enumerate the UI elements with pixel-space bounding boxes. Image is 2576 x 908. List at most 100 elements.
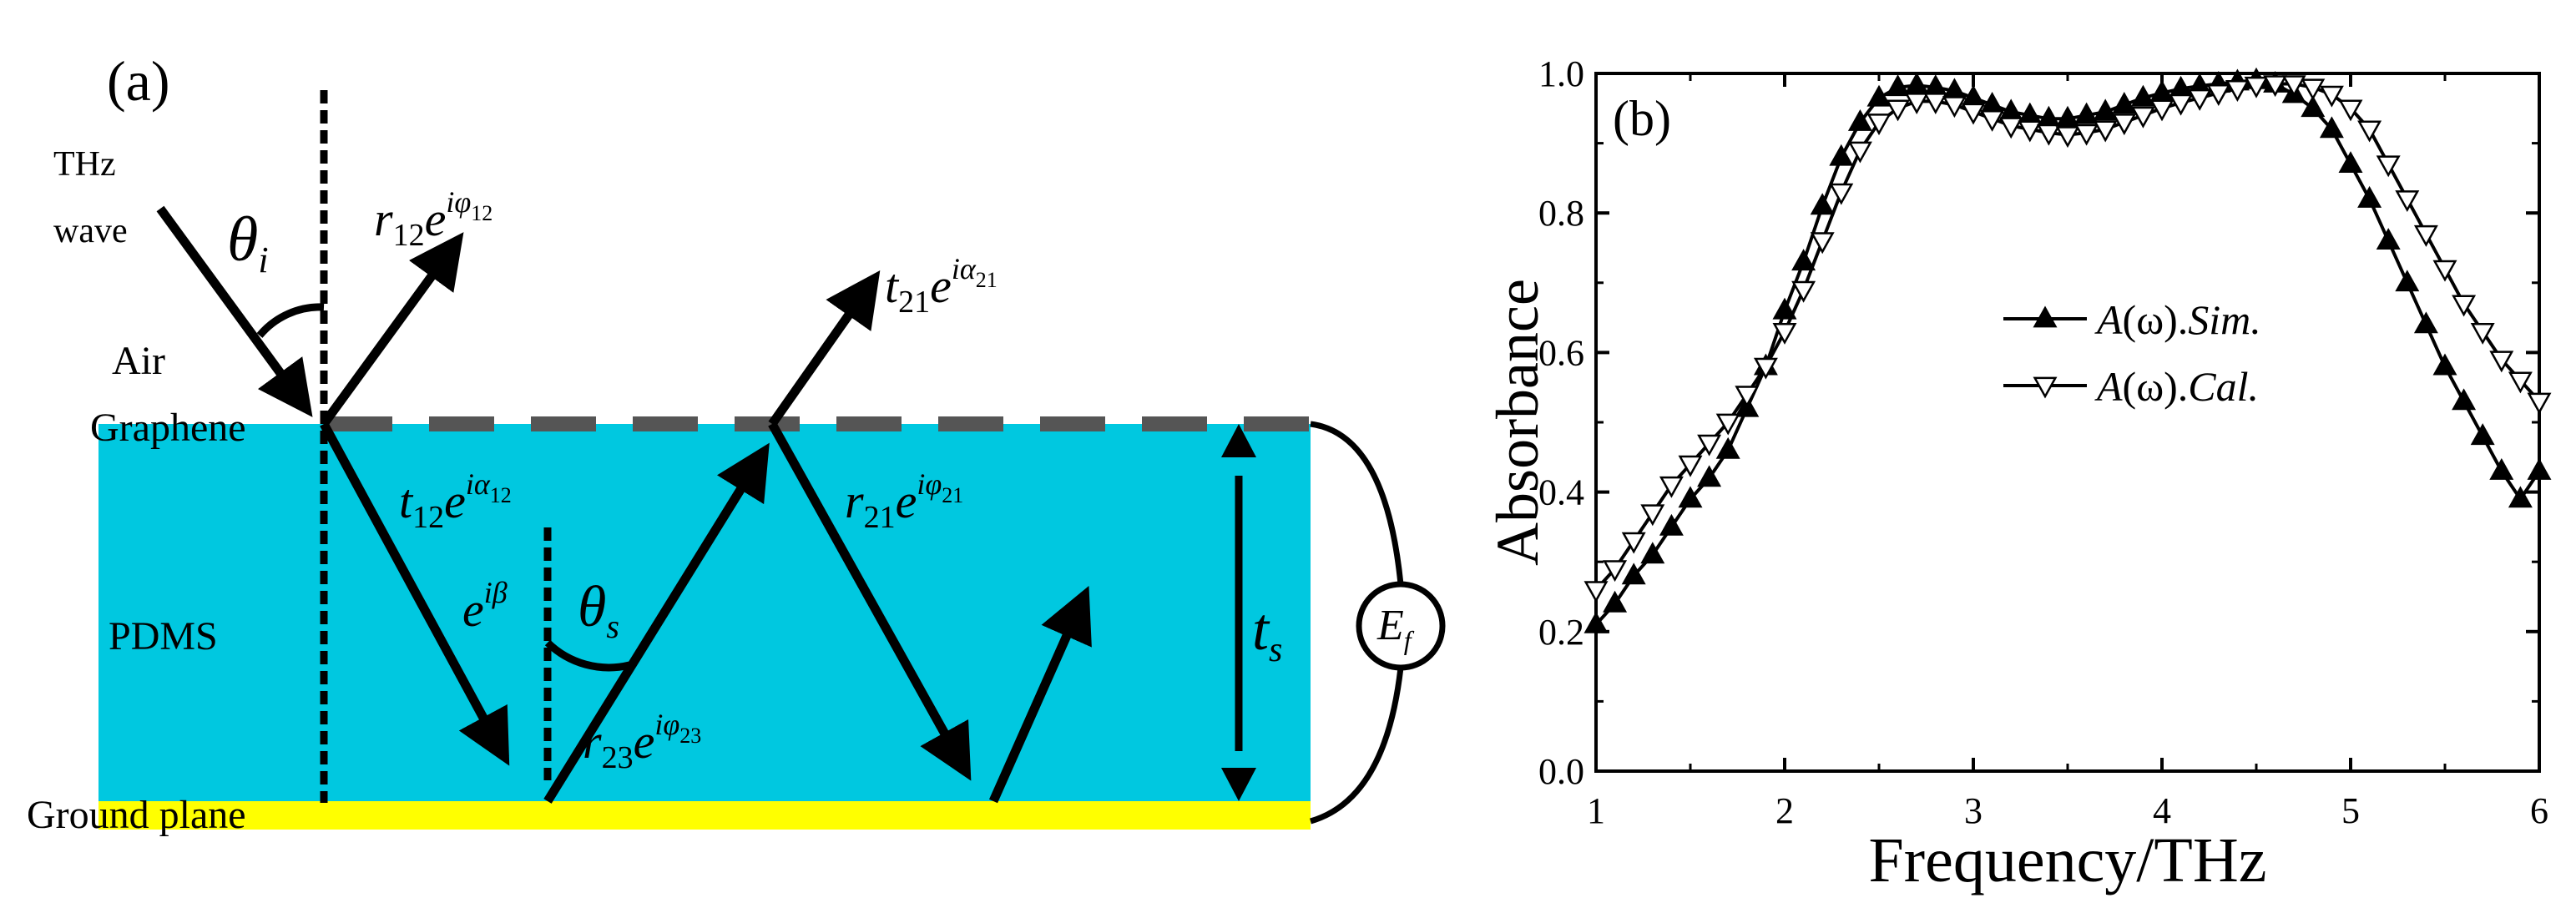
series-1-point xyxy=(1678,486,1703,508)
series-2-point xyxy=(1810,232,1835,255)
series-1-point xyxy=(1829,144,1854,166)
final-ray-up-arrow xyxy=(988,585,1092,804)
label-r21: r21eiφ21 xyxy=(845,467,963,535)
ef-voltage-source xyxy=(1356,581,1446,671)
series-1-point xyxy=(1640,542,1665,564)
series-2-point xyxy=(1583,581,1609,603)
series-1-point xyxy=(2093,98,2118,121)
series-2-point xyxy=(1791,280,1816,303)
series-1-point xyxy=(1866,84,1892,107)
series-1-point xyxy=(1715,436,1740,459)
series-2-point xyxy=(2338,99,2363,122)
series-2-point xyxy=(1621,532,1646,554)
series-2-point xyxy=(1942,96,1967,119)
series-1-point xyxy=(1621,562,1646,585)
series-2-point xyxy=(2395,190,2420,213)
series-1-point xyxy=(2432,353,2457,376)
series-2-point xyxy=(2281,75,2306,98)
data-series xyxy=(1583,67,2552,633)
series-1-point xyxy=(1583,611,1609,633)
series-2-point xyxy=(1735,386,1760,408)
legend: A(ω).Sim.A(ω).Cal. xyxy=(2003,296,2261,410)
series-2-point xyxy=(2301,78,2326,101)
y-tick-label: 0.0 xyxy=(1538,751,1584,792)
internal-ray-up-arrow xyxy=(543,442,770,804)
series-2-point xyxy=(1904,93,1929,115)
series-2-point xyxy=(2074,124,2099,146)
reflected-ray-r12-arrow xyxy=(320,232,464,427)
x-tick-label: 2 xyxy=(1775,790,1794,831)
series-2-point xyxy=(2452,295,2477,317)
thickness-arrow-bottom xyxy=(1221,768,1256,801)
x-axis-label: Frequency/THz xyxy=(1869,825,2267,895)
series-1-point xyxy=(2338,151,2363,174)
y-tick-label: 0.2 xyxy=(1538,612,1584,653)
legend-label-1: A(ω).Sim. xyxy=(2094,296,2261,343)
x-tick-label: 1 xyxy=(1587,790,1605,831)
panel-a-label: (a) xyxy=(107,49,169,113)
reflected-ray-r21-arrow xyxy=(768,421,972,781)
series-2-point xyxy=(1659,476,1684,498)
series-2-point xyxy=(2357,120,2382,143)
x-tick-label: 5 xyxy=(2341,790,2360,831)
series-2-point xyxy=(2470,322,2495,345)
series-2-point xyxy=(2130,106,2155,129)
label-ground-plane: Ground plane xyxy=(27,793,246,837)
pdms-substrate xyxy=(98,424,1311,801)
series-2-point xyxy=(2169,93,2194,116)
series-1-point xyxy=(1697,465,1722,487)
series-1-point xyxy=(2470,423,2495,446)
transmitted-ray-t12-arrow xyxy=(320,421,510,766)
series-2-point xyxy=(2432,260,2457,282)
label-wave: wave xyxy=(53,212,128,250)
series-1-point xyxy=(1659,513,1684,536)
label-t21: t21eiα21 xyxy=(885,252,998,320)
label-theta-i: θi xyxy=(227,204,269,280)
series-1-point xyxy=(2112,92,2137,114)
series-1-point xyxy=(2395,270,2420,292)
series-1-point xyxy=(2527,457,2552,480)
series-1-point xyxy=(2130,84,2155,107)
series-1-point xyxy=(1603,590,1628,613)
series-1-point xyxy=(2074,102,2099,124)
angle-arc-theta-i xyxy=(256,303,325,338)
series-1-point xyxy=(2508,486,2533,508)
series-2-point xyxy=(2149,99,2174,122)
series-2-point xyxy=(1753,357,1778,380)
series-1-point xyxy=(2452,388,2477,411)
series-2-point xyxy=(1829,183,1854,205)
series-1-point xyxy=(2357,185,2382,208)
label-e-ibeta: eiβ xyxy=(462,576,508,637)
series-line-1 xyxy=(1594,78,2541,626)
series-2-point xyxy=(2263,75,2288,98)
y-tick-label: 1.0 xyxy=(1538,53,1584,94)
incident-ray-arrow xyxy=(156,205,313,417)
panel-a-schematic: (a) THz wave θi r12eiφ12 t21eiα21 Air Gr… xyxy=(27,49,1446,837)
series-2-point xyxy=(1923,93,1948,115)
series-2-point xyxy=(2527,392,2552,415)
series-2-point xyxy=(1640,504,1665,527)
series-2-point xyxy=(1847,141,1872,164)
series-2-point xyxy=(2206,84,2231,106)
series-2-point xyxy=(1998,117,2023,139)
series-2-point xyxy=(2319,85,2344,108)
y-axis-label: Absorbance xyxy=(1484,279,1551,566)
series-2-point xyxy=(2489,351,2514,373)
series-2-point xyxy=(2187,88,2212,111)
series-2-point xyxy=(2376,155,2401,178)
x-tick-label: 6 xyxy=(2530,790,2548,831)
series-2-point xyxy=(1886,99,1911,122)
series-1-point xyxy=(2301,95,2326,118)
series-1-point xyxy=(1772,297,1797,320)
transmitted-ray-t21-arrow xyxy=(768,270,881,427)
series-2-point xyxy=(2225,80,2250,102)
series-2-point xyxy=(2112,114,2137,136)
series-1-point xyxy=(1904,72,1929,94)
series-2-point xyxy=(1961,103,1986,125)
ef-wire-top xyxy=(1310,421,1404,585)
series-2-point xyxy=(1772,322,1797,345)
series-2-point xyxy=(2036,124,2061,146)
series-1-point xyxy=(2413,311,2438,334)
label-t12: t12eiα12 xyxy=(399,467,512,535)
